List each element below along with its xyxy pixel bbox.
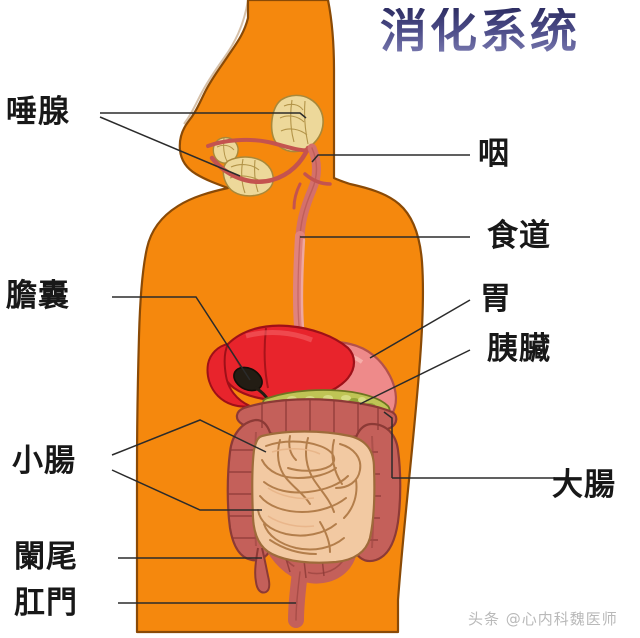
small-intestine-organ [251, 430, 376, 564]
salivary-glands [212, 94, 324, 197]
page-title: 消化系统 [380, 4, 580, 59]
watermark: 头条 @心内科魏医师 [468, 610, 618, 628]
label-esophagus: 食道 [487, 218, 551, 254]
label-stomach: 胃 [480, 281, 512, 317]
label-pharynx: 咽 [478, 136, 510, 172]
label-small-intestine: 小腸 [12, 443, 76, 479]
appendix-organ [254, 547, 271, 594]
label-appendix: 闌尾 [14, 539, 78, 575]
label-anus: 肛門 [14, 585, 78, 621]
label-gallbladder: 膽囊 [6, 278, 70, 314]
label-salivary-gland: 唾腺 [6, 94, 70, 130]
leader-lines [99, 112, 555, 604]
label-large-intestine: 大腸 [552, 467, 616, 503]
label-pancreas: 胰臟 [487, 331, 551, 367]
